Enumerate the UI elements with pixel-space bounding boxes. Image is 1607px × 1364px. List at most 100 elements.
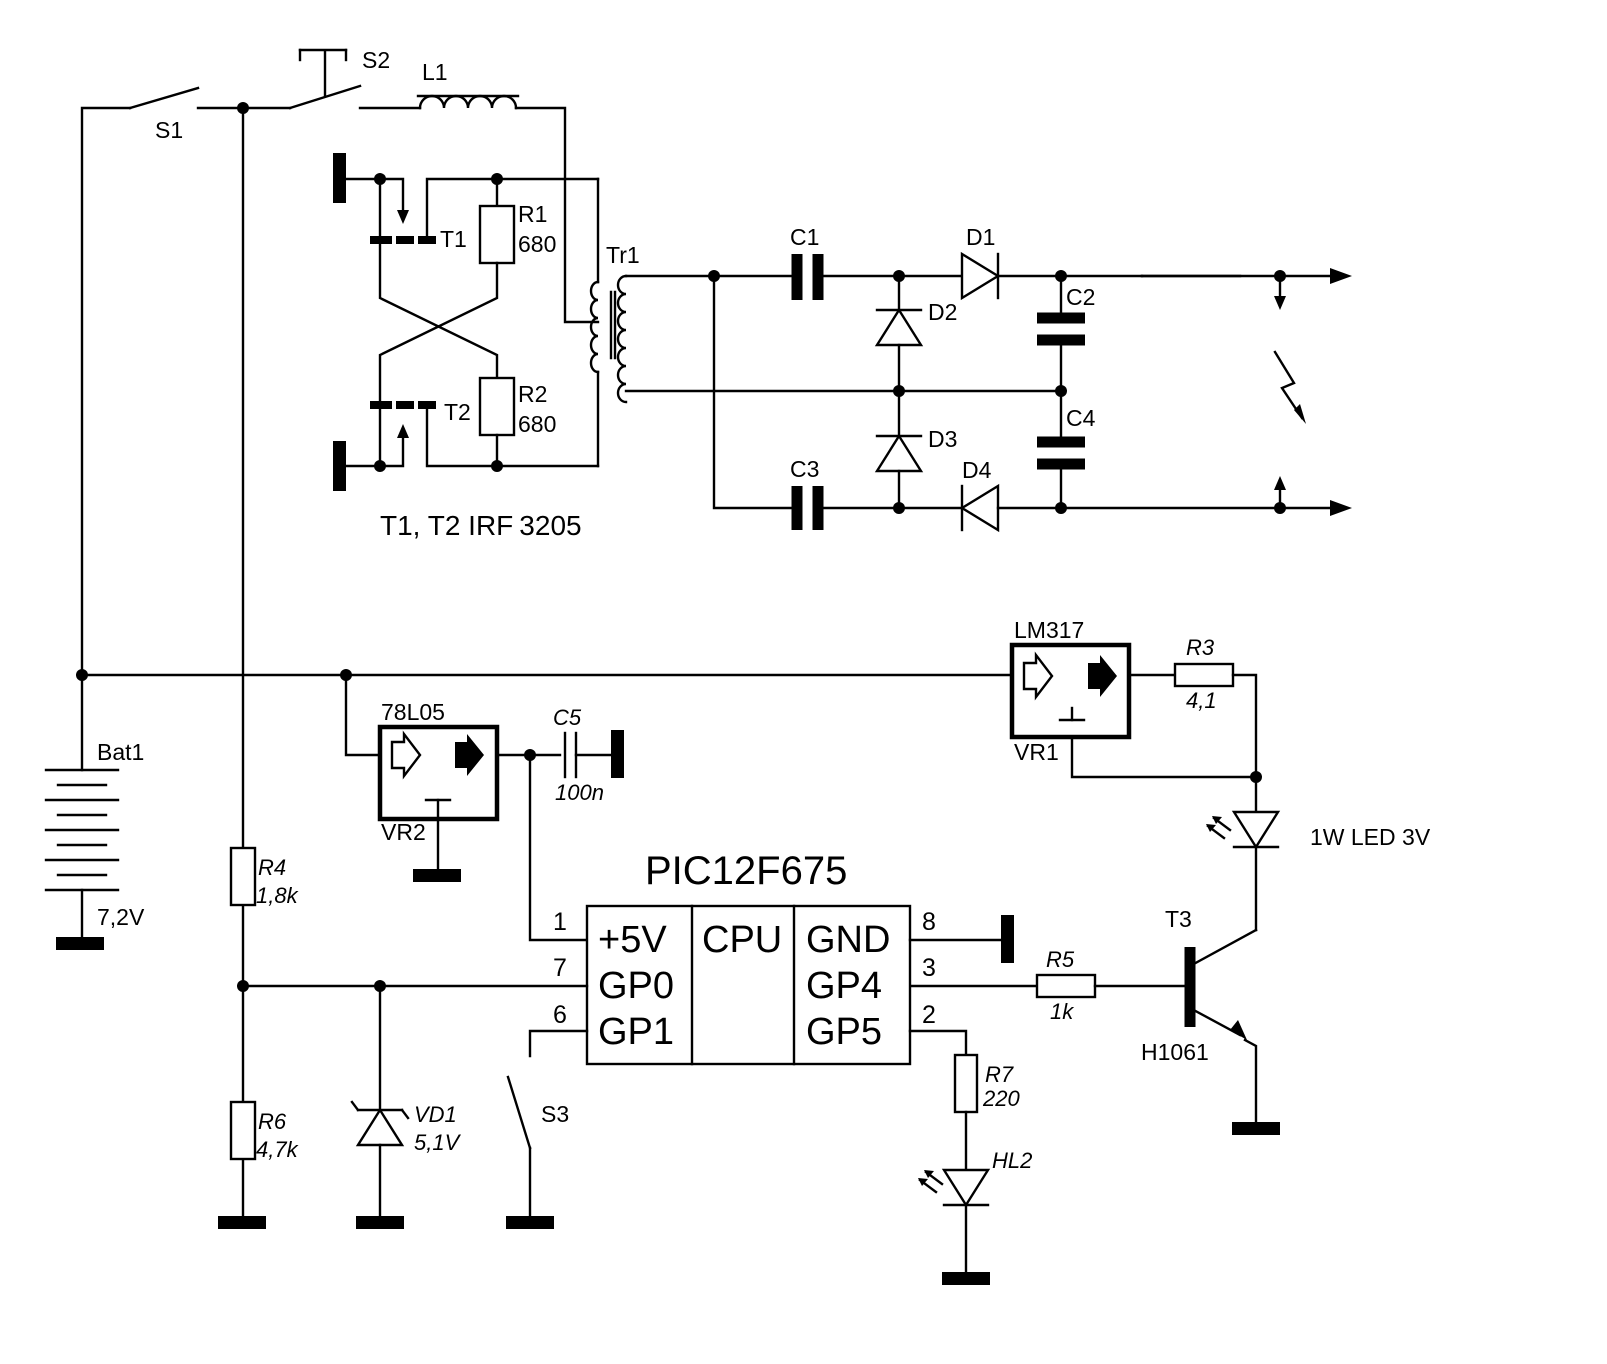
regulator-vr2-name: VR2 — [381, 819, 426, 845]
capacitor-c2-label: C2 — [1066, 284, 1095, 310]
resistor-r3-value: 4,1 — [1186, 688, 1217, 713]
resistor-r5-name: R5 — [1046, 947, 1075, 972]
diode-d4-label: D4 — [962, 457, 992, 483]
resistor-r7: R7 220 — [953, 1053, 1020, 1172]
mcu-core-label: CPU — [702, 919, 782, 961]
capacitor-c5-name: C5 — [553, 705, 582, 730]
diode-d1-label: D1 — [966, 224, 995, 250]
mcu-pin-num: 7 — [553, 954, 567, 982]
wire-5v — [528, 753, 589, 942]
electrode-arrow-icon — [1274, 296, 1286, 310]
resistor-r4-name: R4 — [258, 855, 286, 880]
resistor-r1: R1 680 — [378, 177, 556, 407]
resistor-r6-name: R6 — [258, 1109, 287, 1134]
inductor-l1-label: L1 — [422, 59, 448, 85]
resistor-r6: R6 4,7k — [218, 1100, 299, 1229]
junction-dot — [237, 980, 249, 992]
resistor-r1-name: R1 — [518, 201, 547, 227]
spark-arrow-icon — [1294, 404, 1306, 424]
ground-symbol — [506, 1216, 554, 1229]
diode-d2-label: D2 — [928, 299, 957, 325]
ground-symbol — [413, 869, 461, 882]
mosfet-t1: T1 — [333, 153, 600, 380]
switch-s1: S1 — [80, 86, 245, 677]
transformer-tr1-label: Tr1 — [606, 242, 640, 268]
capacitor-c4-label: C4 — [1066, 405, 1096, 431]
electrode-arrow-icon — [1274, 476, 1286, 490]
resistor-r2-name: R2 — [518, 381, 547, 407]
capacitor-c4: C4 — [1037, 389, 1096, 510]
capacitor-c3-label: C3 — [790, 456, 819, 482]
capacitor-c1: C1 — [790, 224, 962, 300]
ground-symbol — [942, 1272, 990, 1285]
regulator-vr2: 78L05 VR2 — [344, 673, 562, 882]
capacitor-c1-label: C1 — [790, 224, 819, 250]
led-power: 1W LED 3V — [1206, 775, 1431, 932]
mcu-pin-num: 2 — [922, 1001, 936, 1029]
regulator-vr1-part: LM317 — [1014, 617, 1084, 643]
mcu-pin-num: 8 — [922, 908, 936, 936]
mcu-pin-gp4: GP4 — [806, 965, 882, 1007]
mcu-pin-num: 3 — [922, 954, 936, 982]
resistor-r5: R5 1k — [908, 947, 1192, 1024]
switch-s1-label: S1 — [155, 117, 183, 143]
mcu-pin-gp5: GP5 — [806, 1011, 882, 1053]
resistor-r2: R2 680 — [478, 376, 556, 468]
ground-symbol — [218, 1216, 266, 1229]
diode-d1: D1 — [960, 224, 1144, 301]
switch-s3-label: S3 — [541, 1101, 569, 1127]
battery-bat1-voltage: 7,2V — [97, 904, 145, 930]
mosfet-t1-label: T1 — [440, 226, 467, 252]
mcu-pin-num: 1 — [553, 908, 567, 936]
ground-symbol — [1001, 915, 1014, 963]
switch-s2-label: S2 — [362, 47, 390, 73]
mcu-title: PIC12F675 — [645, 849, 847, 893]
resistor-r1-value: 680 — [518, 231, 556, 257]
zener-vd1-value: 5,1V — [414, 1130, 462, 1155]
led-hl2: HL2 — [918, 1148, 1032, 1285]
ground-symbol — [56, 937, 104, 950]
ground-symbol — [356, 1216, 404, 1229]
resistor-r7-name: R7 — [985, 1062, 1014, 1087]
diode-d2: D2 — [874, 274, 957, 393]
regulator-vr1: LM317 VR1 — [1009, 617, 1258, 779]
transformer-tr1: Tr1 — [589, 177, 1062, 468]
regulator-vr1-name: VR1 — [1014, 739, 1059, 765]
capacitor-c3: C3 — [790, 456, 962, 530]
transistor-t3: T3 H1061 — [1141, 906, 1280, 1135]
mcu-pic12f675: PIC12F675 +5V GP0 GP1 CPU GND GP4 GP5 1 … — [553, 849, 1014, 1066]
diode-d3-label: D3 — [928, 426, 957, 452]
mosfet-t2-label: T2 — [444, 399, 471, 425]
capacitor-c5-value: 100n — [555, 780, 604, 805]
mcu-pin-gp1: GP1 — [598, 1011, 674, 1053]
spark-icon — [1273, 350, 1304, 420]
battery-bat1-name: Bat1 — [97, 739, 144, 765]
transistor-t3-part: H1061 — [1141, 1039, 1209, 1065]
resistor-r3-name: R3 — [1186, 635, 1215, 660]
switch-s3[interactable]: S3 — [506, 1029, 589, 1229]
zener-vd1-name: VD1 — [414, 1102, 457, 1127]
ground-symbol — [333, 441, 346, 491]
junction-dot — [374, 173, 386, 185]
resistor-r2-value: 680 — [518, 411, 556, 437]
mcu-pin-gnd: GND — [806, 919, 890, 961]
resistor-r5-value: 1k — [1050, 999, 1074, 1024]
mcu-pin-gp0: GP0 — [598, 965, 674, 1007]
ground-symbol — [333, 153, 346, 203]
transistor-t3-name: T3 — [1165, 906, 1192, 932]
led-hl2-label: HL2 — [992, 1148, 1032, 1173]
mcu-pin-5v: +5V — [598, 919, 667, 961]
ground-symbol — [1232, 1122, 1280, 1135]
ground-symbol — [611, 730, 624, 778]
mcu-pin-num: 6 — [553, 1001, 567, 1029]
resistor-r4-value: 1,8k — [256, 883, 299, 908]
output-arrow-icon — [1330, 268, 1352, 284]
hv-output — [1140, 268, 1352, 516]
capacitor-c5: C5 100n — [553, 705, 624, 805]
diode-d3: D3 — [874, 389, 957, 510]
resistor-r7-value: 220 — [982, 1086, 1020, 1111]
battery-bat1: Bat1 7,2V — [44, 673, 145, 950]
diode-d4: D4 — [959, 457, 1342, 533]
